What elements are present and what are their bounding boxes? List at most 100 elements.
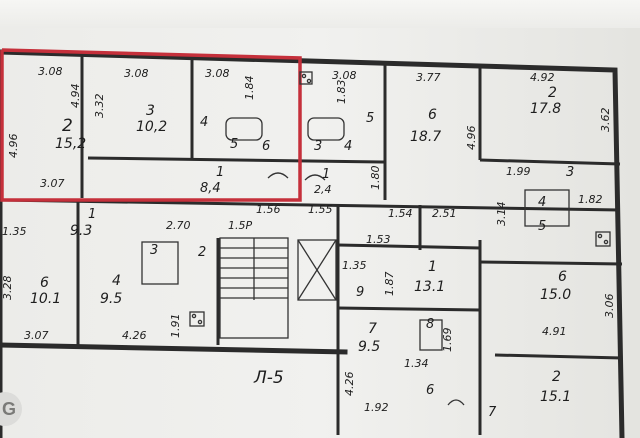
- room-c2-number: 2: [548, 85, 557, 101]
- dim-1-56: 1.56: [256, 203, 281, 216]
- dim-a3-top: 3.08: [124, 67, 149, 80]
- room-d4-number: 4: [112, 273, 121, 289]
- wall-l: [479, 260, 623, 266]
- outer-wall-bottom-left: [0, 342, 348, 355]
- room-b4-number: 4: [344, 139, 353, 154]
- dim-a3-left: 3.32: [93, 93, 106, 119]
- dim-b6-right: 4.96: [465, 125, 478, 151]
- dim-e1-side: 1.87: [383, 271, 396, 297]
- bath-d: [524, 189, 570, 227]
- dim-a4-top: 3.08: [205, 67, 230, 80]
- dim-a2-left: 4.96: [7, 133, 20, 159]
- stove-b: [595, 231, 611, 247]
- hall-a-area: 8,4: [200, 181, 221, 196]
- wall-f: [87, 156, 386, 164]
- dim-e7-left: 4.26: [343, 371, 356, 397]
- bathtub-a: [225, 117, 263, 141]
- dim-35: 1.35: [2, 225, 27, 238]
- room-d6-number: 6: [40, 275, 49, 291]
- dim-b3-side: 1.83: [335, 79, 348, 105]
- outer-wall-top-right: [0, 49, 625, 438]
- room-d6-area: 10.1: [30, 291, 62, 307]
- dim-e4-side: 1.82: [578, 193, 603, 206]
- room-a3-number: 3: [146, 103, 155, 119]
- room-d1-area: 9.3: [70, 223, 93, 239]
- room-d1-number: 1: [88, 207, 97, 222]
- room-e7-area: 9.5: [358, 339, 381, 355]
- sheet-top-edge: [0, 0, 640, 28]
- bathtub-b: [307, 117, 345, 141]
- dim-1-53: 1.53: [366, 233, 391, 246]
- room-a6b-number: 6: [262, 139, 271, 154]
- dim-b5-top: 3.08: [332, 69, 357, 82]
- dim-e8-side: 1.69: [441, 327, 454, 353]
- corner-badge: G: [0, 392, 22, 426]
- hall-a-number: 1: [216, 165, 225, 180]
- bathtub-c: [141, 241, 179, 285]
- wall-e: [479, 158, 621, 166]
- room-e7-number: 7: [368, 321, 377, 337]
- dim-1-34: 1.34: [404, 357, 429, 370]
- room-b5-number: 5: [366, 111, 375, 126]
- room-e6b-number: 6: [426, 383, 435, 398]
- room-d4-area: 9.5: [100, 291, 123, 307]
- room-e2-number: 2: [552, 369, 561, 385]
- dim-e3-side: 3.14: [495, 201, 508, 227]
- elevator-shaft: [297, 239, 337, 301]
- section-label: Л-5: [254, 368, 284, 388]
- room-b6-number: 6: [428, 107, 437, 123]
- dim-d6-left: 3.28: [1, 275, 14, 301]
- room-e1-area: 13.1: [414, 279, 446, 295]
- dim-e7-bottom: 1.92: [364, 401, 389, 414]
- wall-j: [337, 306, 481, 312]
- wall-o: [494, 353, 623, 360]
- dim-d2-width: 2.70: [166, 219, 191, 232]
- dim-hall-b-side: 1.80: [369, 165, 382, 191]
- room-e6-number: 6: [558, 269, 567, 285]
- dim-a2-bottom: 3.07: [40, 177, 65, 190]
- dim-a2-right: 4.94: [69, 83, 82, 109]
- stove-a: [299, 71, 313, 85]
- dim-e6-right: 3.06: [603, 293, 616, 319]
- hall-b-number: 1: [322, 167, 331, 182]
- room-e3-number: 3: [566, 165, 575, 180]
- dim-2-51: 2.51: [432, 207, 457, 220]
- dim-1-35: 1.35: [342, 259, 367, 272]
- room-c2-area: 17.8: [530, 101, 562, 117]
- dim-d4-right: 1.91: [169, 313, 182, 339]
- room-d2-number: 2: [198, 245, 207, 260]
- dim-c2-right: 3.62: [599, 107, 612, 133]
- room-a2-number: 2: [62, 116, 73, 136]
- room-e1-number: 1: [428, 259, 437, 275]
- dim-1-54: 1.54: [388, 207, 413, 220]
- dim-e3-top: 1.99: [506, 165, 531, 178]
- dim-e6-bottom: 4.91: [542, 325, 567, 338]
- room-e2-area: 15.1: [540, 389, 572, 405]
- room-e8-number: 8: [426, 317, 435, 332]
- room-e9-number: 9: [356, 285, 365, 300]
- door-arc-1: [267, 172, 289, 179]
- stair-steps: [220, 238, 288, 300]
- dim-d6-bottom: 3.07: [24, 329, 49, 342]
- stair-label: 1.5Р: [228, 219, 253, 232]
- door-arc-3: [447, 399, 465, 406]
- door-arc-2: [304, 174, 326, 181]
- dim-c2-top: 4.92: [530, 71, 555, 84]
- room-b3-number: 3: [314, 139, 323, 154]
- stove-c: [189, 311, 205, 327]
- dim-d4-bottom: 4.26: [122, 329, 147, 342]
- room-e4-number: 4: [538, 195, 547, 210]
- room-a2-area: 15,2: [55, 136, 87, 152]
- wall-n: [337, 243, 481, 250]
- room-e7b-number: 7: [488, 405, 497, 420]
- room-a3-area: 10,2: [136, 119, 168, 135]
- room-a5-number: 5: [230, 137, 239, 152]
- room-a4-number: 4: [200, 115, 209, 130]
- apartment-highlight: [0, 48, 302, 202]
- dim-a2-top: 3.08: [38, 65, 63, 78]
- dim-1-55: 1.55: [308, 203, 333, 216]
- room-d3-number: 3: [150, 243, 159, 258]
- dim-b6-top: 3.77: [416, 71, 441, 84]
